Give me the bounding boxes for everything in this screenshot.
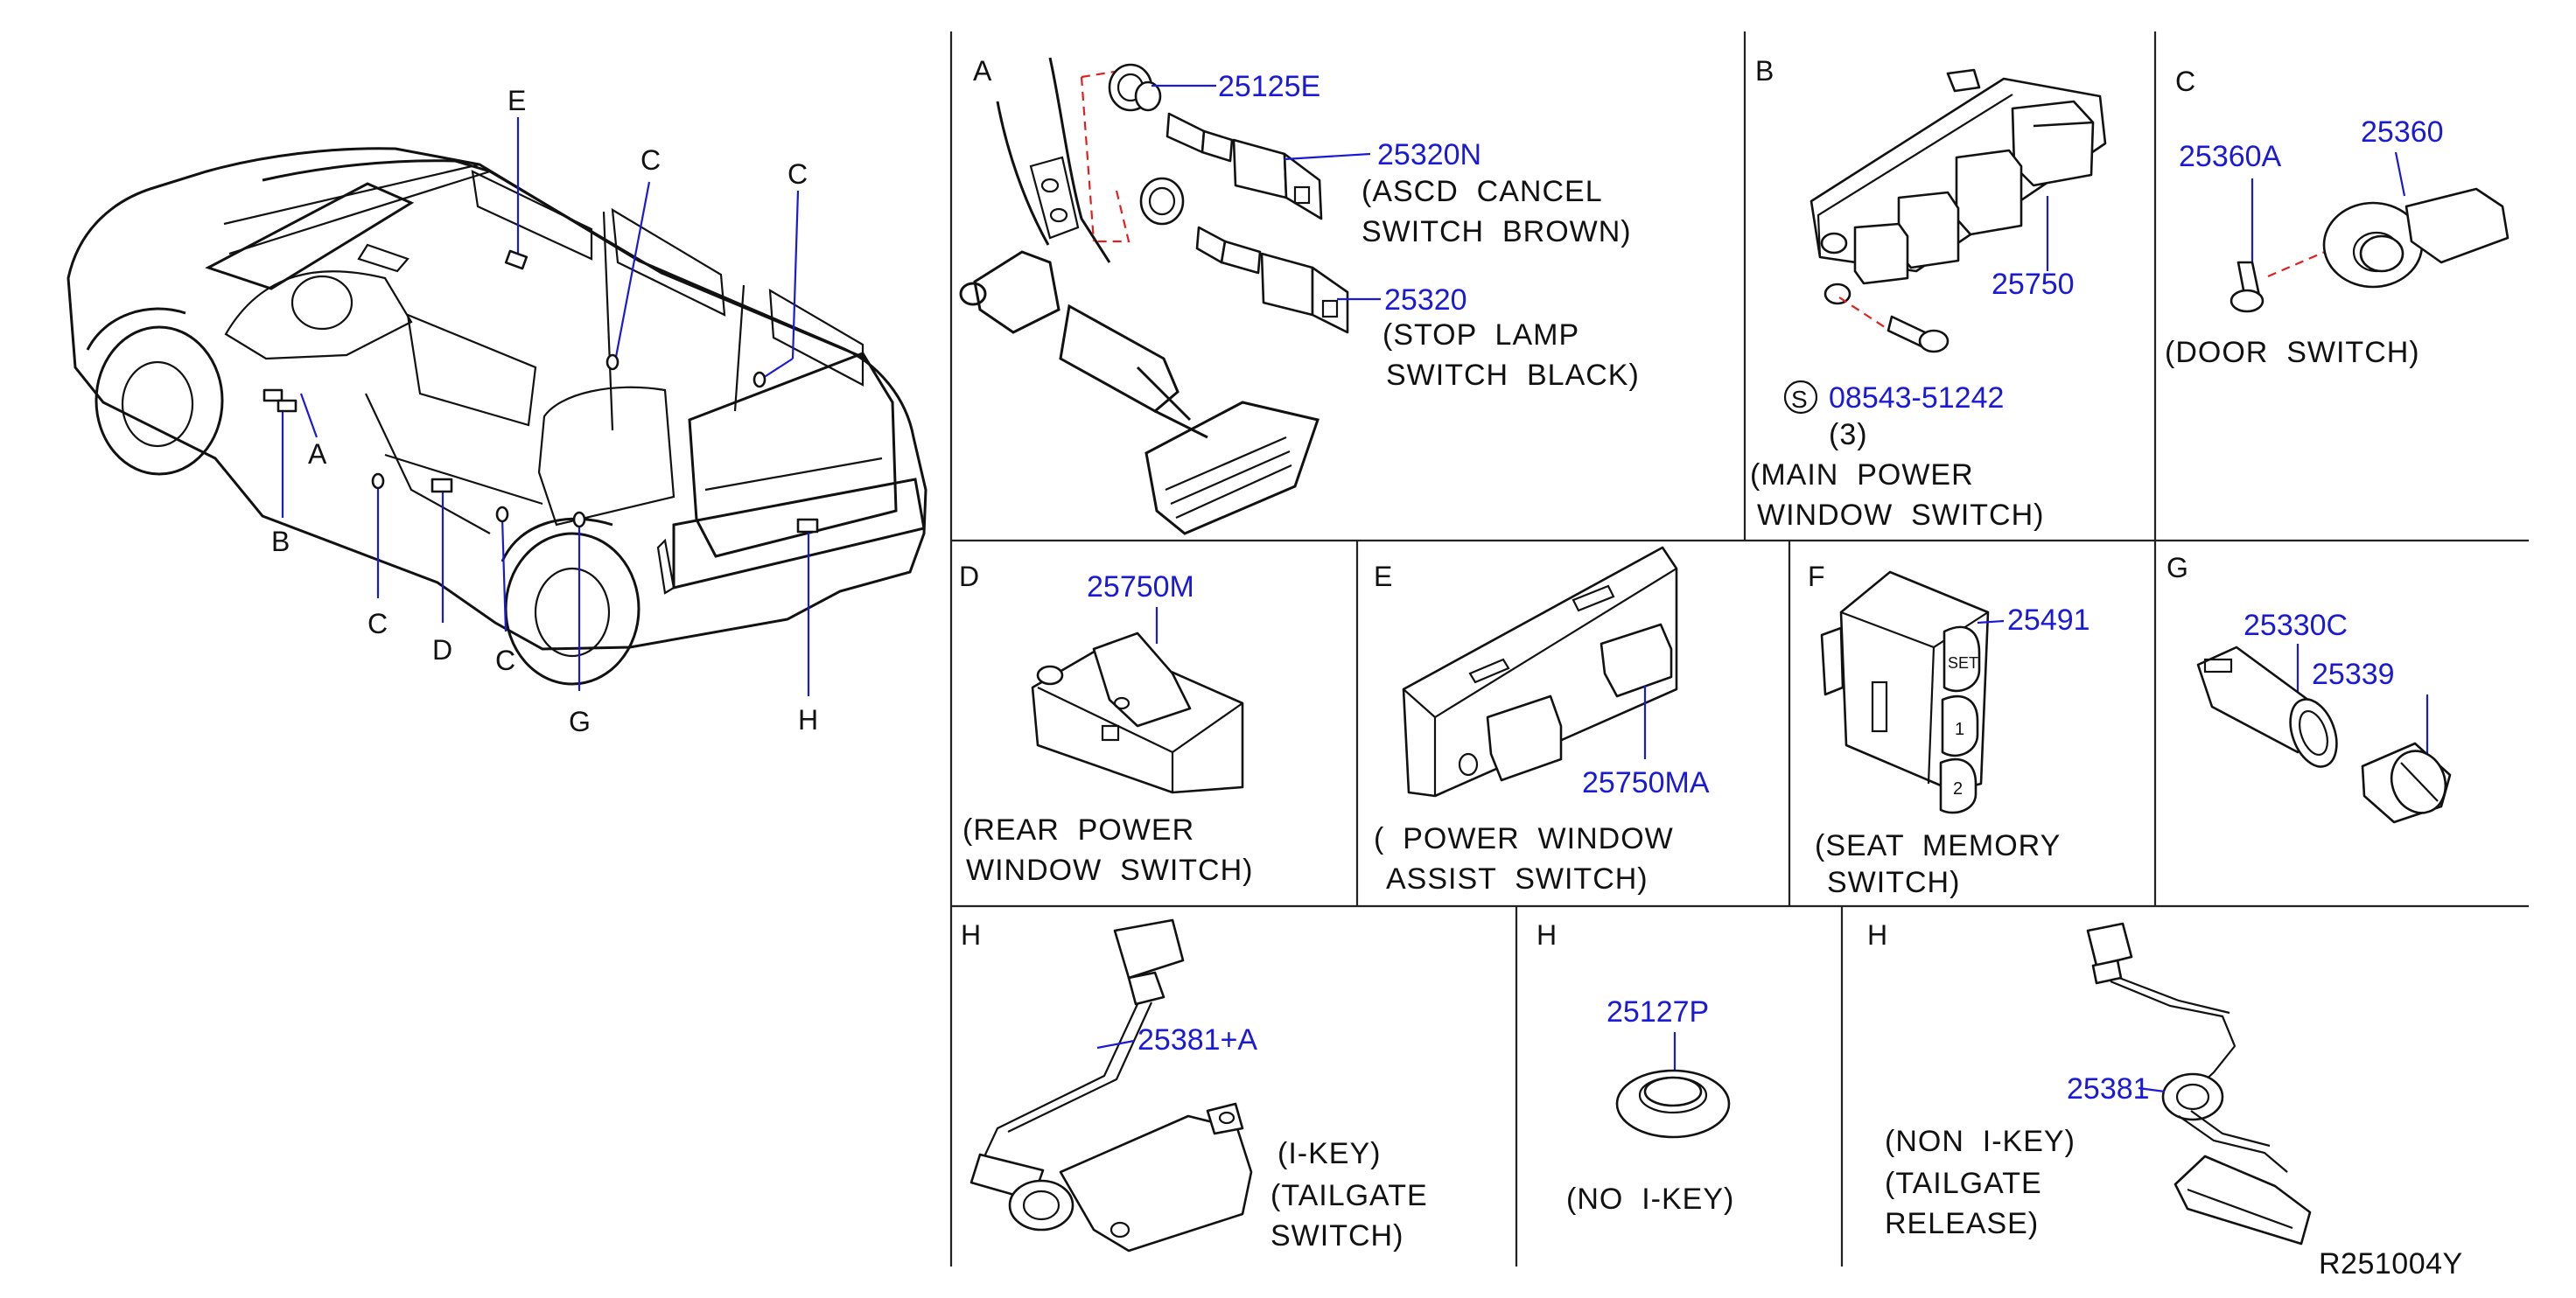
caption-tailgate-switch: SWITCH) (1270, 1219, 1404, 1253)
callout-h: H (798, 704, 818, 736)
part-25381-plus-a: 25381+A (1138, 1023, 1257, 1057)
panel-c: C 25360A 25360 (DOOR SWITCH) (2165, 66, 2510, 369)
part-25127p: 25127P (1606, 995, 1709, 1029)
note-ascd-1: (ASCD CANCEL (1362, 175, 1603, 208)
caption-ikey: (I-KEY) (1278, 1137, 1381, 1170)
overview-leaders (262, 117, 819, 696)
caption-tailgate-2: (TAILGATE (1885, 1167, 2042, 1200)
caption-seat-memory-1: (SEAT MEMORY (1815, 829, 2061, 862)
note-stop-1: (STOP LAMP (1382, 318, 1579, 352)
panel-h1: H 25381+A (I-KEY) (TAILGATE SWITCH) (961, 918, 1428, 1253)
bolt-symbol: S (1791, 386, 1808, 413)
callout-e: E (508, 85, 526, 116)
caption-no-ikey: (NO I-KEY) (1566, 1183, 1734, 1216)
panel-h3: H 25381 (NON I-KEY) (TAILGATE RELEASE) (1867, 919, 2312, 1246)
reference-code: R251004Y (2319, 1247, 2463, 1281)
part-25320: 25320 (1384, 283, 1467, 317)
part-25339: 25339 (2312, 658, 2395, 691)
note-ascd-2: SWITCH BROWN) (1362, 215, 1632, 248)
part-25381: 25381 (2067, 1072, 2150, 1106)
callout-c-4: C (495, 645, 515, 676)
panel-letter-c: C (2175, 66, 2195, 97)
vehicle-overview (66, 147, 928, 686)
caption-door-switch: (DOOR SWITCH) (2165, 336, 2420, 369)
panel-b: B 25750 S 08543-51242 (3) (MAIN POWER WI… (1750, 55, 2107, 532)
caption-seat-memory-2: SWITCH) (1827, 866, 1960, 899)
callout-d: D (432, 634, 452, 666)
panel-letter-d: D (959, 561, 979, 592)
part-25360: 25360 (2361, 115, 2444, 149)
panel-h2: H 25127P (NO I-KEY) (1536, 919, 1734, 1216)
caption-rear-power-2: WINDOW SWITCH) (966, 854, 1254, 887)
panel-letter-h2: H (1536, 919, 1557, 951)
caption-tailgate-1: (TAILGATE (1270, 1179, 1428, 1212)
part-25320n: 25320N (1377, 138, 1481, 171)
part-25360a: 25360A (2179, 140, 2282, 173)
caption-rear-power-1: (REAR POWER (962, 813, 1194, 847)
part-25750ma: 25750MA (1582, 766, 1710, 799)
panel-e: E 25750MA ( POWER WINDOW ASSIST SWITCH) (1374, 546, 1710, 896)
note-stop-2: SWITCH BLACK) (1386, 359, 1640, 392)
overview-callouts: E C C A B C D C G H (271, 85, 818, 737)
callout-g: G (569, 706, 591, 737)
caption-assist-1: ( POWER WINDOW (1374, 822, 1674, 855)
caption-main-power-1: (MAIN POWER (1750, 458, 1974, 492)
panel-letter-e: E (1374, 561, 1392, 592)
caption-main-power-2: WINDOW SWITCH) (1757, 499, 2045, 532)
part-25491: 25491 (2007, 604, 2090, 637)
callout-b: B (271, 526, 290, 557)
panel-letter-h3: H (1867, 919, 1887, 951)
part-25750m: 25750M (1087, 570, 1194, 604)
panel-g: G 25330C 25339 (2166, 552, 2452, 824)
part-25125e: 25125E (1218, 70, 1320, 103)
callout-c-3: C (368, 608, 388, 639)
callout-c-1: C (640, 144, 661, 176)
callout-c-2: C (788, 158, 808, 190)
caption-tailgate-release: RELEASE) (1885, 1207, 2039, 1240)
panel-letter-f: F (1808, 561, 1825, 592)
panel-letter-h1: H (961, 919, 981, 951)
part-25750: 25750 (1992, 268, 2075, 301)
part-25330c: 25330C (2244, 609, 2348, 642)
part-08543-51242: 08543-51242 (1829, 381, 2004, 415)
button-set: SET (1948, 654, 1978, 672)
caption-assist-2: ASSIST SWITCH) (1386, 862, 1648, 896)
caption-non-ikey: (NON I-KEY) (1885, 1125, 2076, 1158)
panel-letter-g: G (2166, 552, 2188, 583)
panel-f: F SET 1 2 25491 (SEAT MEMORY SWITCH) (1808, 561, 2090, 899)
panel-letter-a: A (973, 55, 992, 87)
panel-a: A (959, 55, 1640, 535)
button-1: 1 (1955, 720, 1964, 739)
panel-grid (949, 31, 2529, 1267)
button-2: 2 (1953, 779, 1963, 799)
callout-a: A (308, 438, 327, 470)
panel-letter-b: B (1755, 55, 1774, 87)
panel-d: D 25750M (REAR POWER WINDOW SWITCH) (959, 561, 1254, 887)
bolt-qty: (3) (1829, 418, 1868, 451)
